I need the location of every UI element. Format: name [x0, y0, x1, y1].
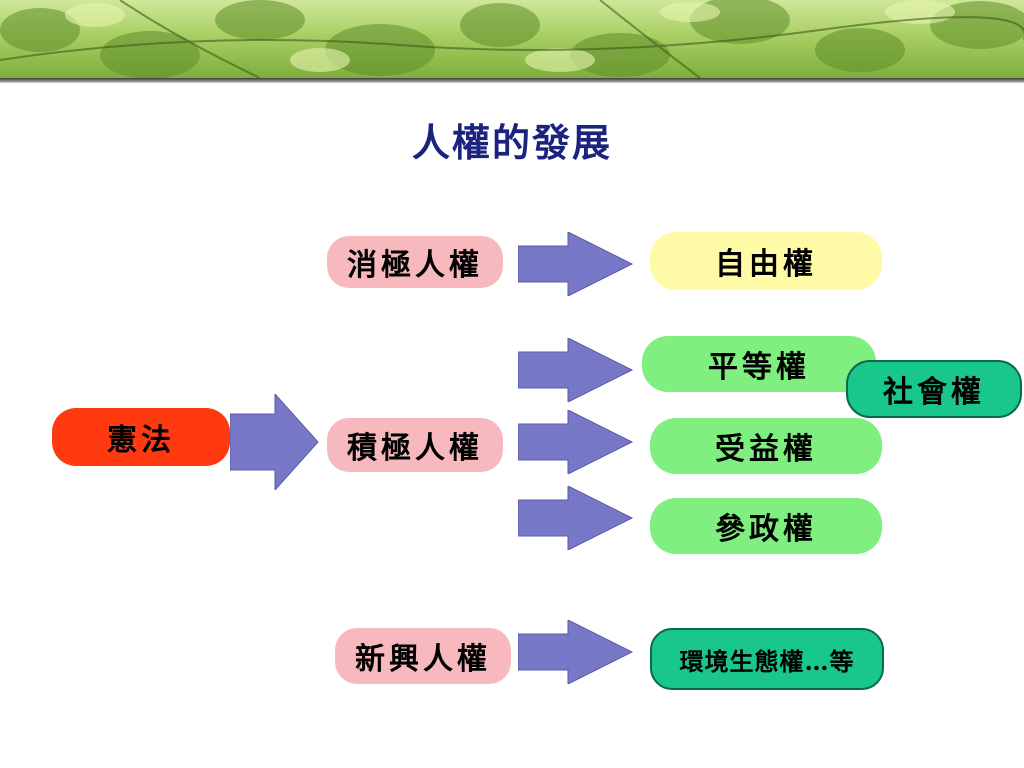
leaf-pattern: [0, 0, 1024, 78]
arrow-positive-to-benefit: [518, 410, 634, 474]
node-liberty: 自由權: [650, 232, 882, 290]
node-emerging-rights: 新興人權: [335, 628, 511, 684]
node-positive-rights: 積極人權: [327, 418, 503, 472]
arrow-negative-to-liberty: [518, 232, 634, 296]
arrow-positive-to-equality: [518, 338, 634, 402]
node-environment: 環境生態權…等: [650, 628, 884, 690]
arrow-positive-to-political: [518, 486, 634, 550]
arrow-constitution-to-positive: [230, 394, 319, 490]
page-title: 人權的發展: [411, 120, 612, 165]
node-constitution: 憲法: [52, 408, 230, 466]
leaf-banner: [0, 0, 1024, 78]
node-political: 參政權: [650, 498, 882, 554]
arrow-emerging-to-environment: [518, 620, 634, 684]
node-negative-rights: 消極人權: [327, 236, 503, 288]
node-equality: 平等權: [642, 336, 876, 392]
banner-divider: [0, 78, 1024, 83]
node-benefit: 受益權: [650, 418, 882, 474]
node-social: 社會權: [846, 360, 1022, 418]
